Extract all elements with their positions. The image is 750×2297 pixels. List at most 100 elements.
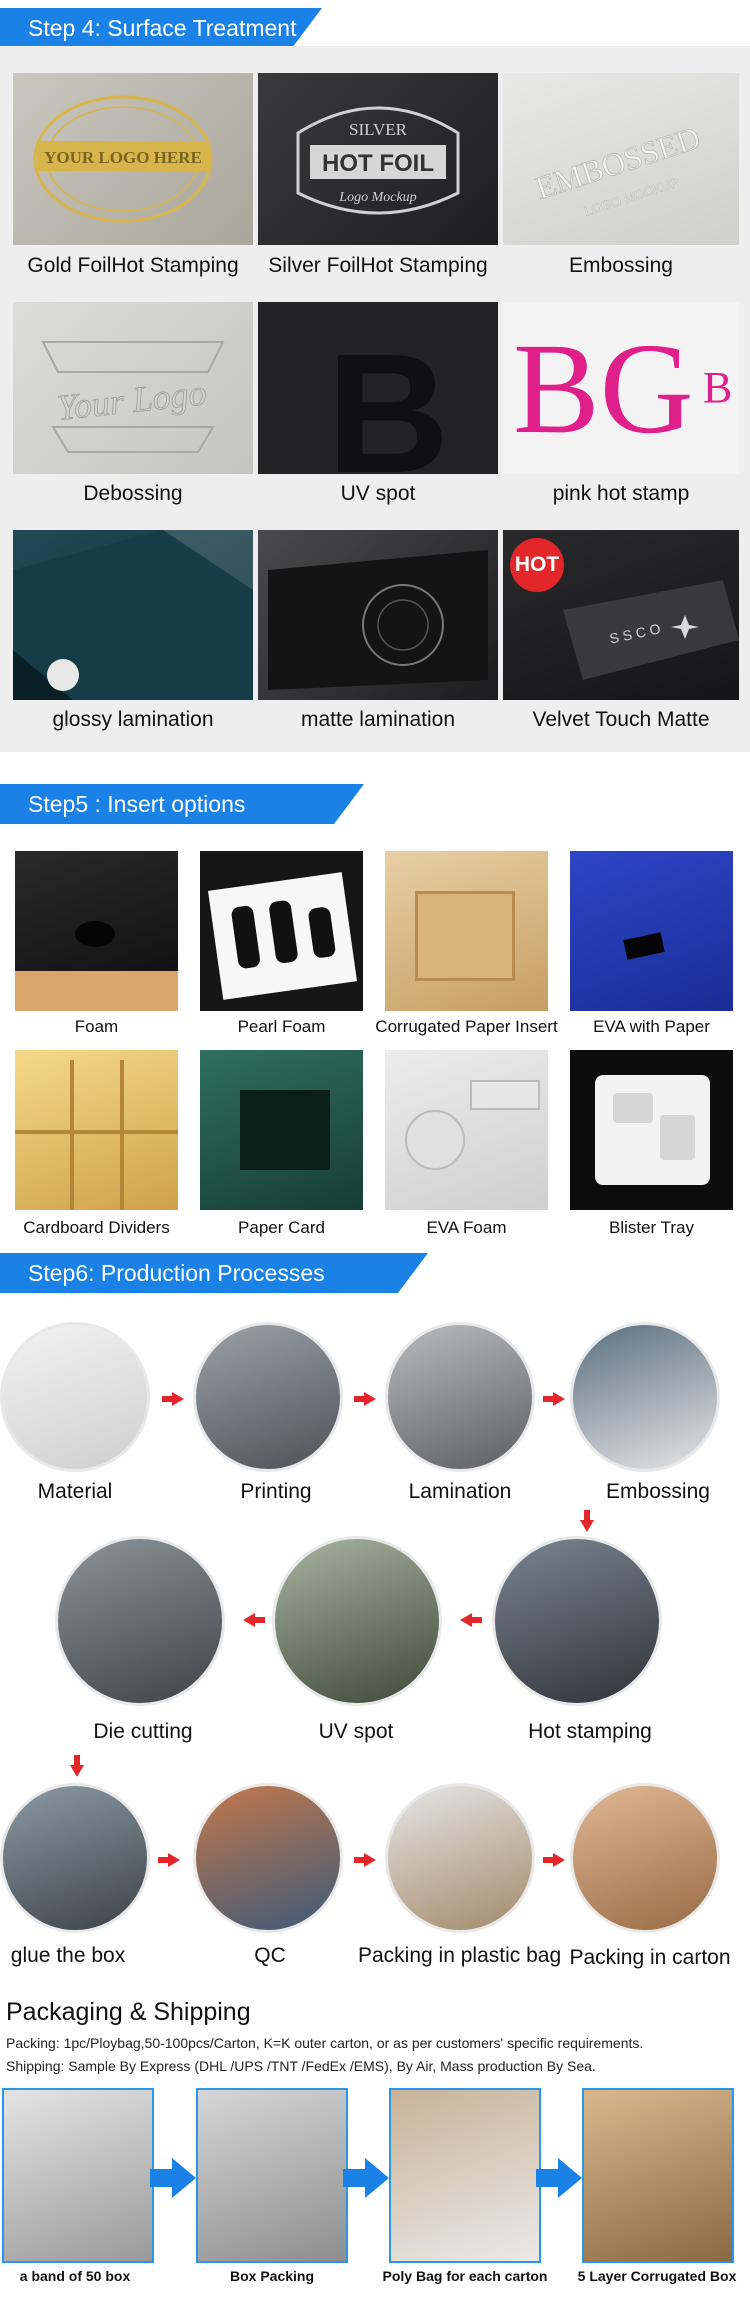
caption-embossing-process: Embossing [606,1480,710,1503]
caption-silver-foil: Silver FoilHot Stamping [268,254,488,277]
arrow-right-blue-icon [150,2158,196,2198]
eva-cutout [623,932,665,960]
svg-text:Your Logo: Your Logo [55,372,208,427]
arrow-right-icon [543,1853,565,1867]
eva-foam-image [385,1050,548,1210]
ship-poly-bag-image [389,2088,541,2263]
ship-box-packing-image [196,2088,348,2263]
arrow-left-icon [460,1613,482,1627]
arrow-right-icon [543,1392,565,1406]
svg-text:SILVER: SILVER [349,120,408,139]
caption-embossing: Embossing [569,254,673,277]
caption-printing: Printing [240,1480,312,1503]
arrow-right-icon [162,1392,184,1406]
process-material-image [0,1322,150,1472]
eva-foam-slot [470,1080,540,1110]
process-lamination-image [385,1322,535,1472]
foam-image [15,851,178,1011]
blister-tray-image [570,1050,733,1210]
caption-corrugated-insert: Corrugated Paper Insert [375,1017,558,1036]
caption-band: a band of 50 box [19,2268,131,2284]
caption-pink-hot-stamp: pink hot stamp [552,482,690,505]
arrow-right-blue-icon [536,2158,582,2198]
embossing-image: EMBOSSED LOGO MOCKUP [503,73,739,245]
process-plastic-bag-image [385,1783,535,1933]
step4-banner: Step 4: Surface Treatment [0,8,322,48]
divider-horizontal [15,1130,178,1134]
caption-paper-card: Paper Card [238,1218,325,1237]
process-glue-image [0,1783,150,1933]
caption-pearl-foam: Pearl Foam [237,1017,326,1036]
arrow-down-icon [580,1510,594,1532]
arrow-right-icon [354,1853,376,1867]
svg-text:B: B [327,319,450,474]
caption-uv-spot-process: UV spot [318,1720,394,1743]
caption-gold-foil: Gold FoilHot Stamping [27,254,239,277]
caption-cardboard-dividers: Cardboard Dividers [23,1218,170,1237]
corrugated-insert-tray [415,891,515,981]
divider-vertical-1 [70,1060,74,1210]
step6-banner: Step6: Production Processes [0,1253,428,1293]
caption-matte-lamination: matte lamination [300,708,456,731]
caption-uv-spot: UV spot [340,482,416,505]
pearl-foam-image [200,851,363,1011]
caption-eva-with-paper: EVA with Paper [593,1017,710,1036]
shipping-line: Shipping: Sample By Express (DHL /UPS /T… [6,2058,596,2074]
caption-qc: QC [254,1944,286,1967]
shipping-title: Packaging & Shipping [6,1998,251,2026]
pearl-foam-slot-3 [307,906,337,959]
gold-seal-icon: YOUR LOGO HERE [33,95,213,223]
arrow-right-blue-icon [343,2158,389,2198]
caption-debossing: Debossing [83,482,183,505]
caption-eva-foam: EVA Foam [426,1218,507,1237]
caption-box-packing: Box Packing [229,2268,315,2284]
cardboard-dividers-image [15,1050,178,1210]
svg-text:HOT FOIL: HOT FOIL [322,150,434,177]
foam-cutout [75,921,115,947]
pink-hot-stamp-image: BG B [503,302,739,474]
pink-letters-icon: BG B [513,317,732,461]
caption-plastic-bag: Packing in plastic bag [358,1944,562,1967]
arrow-left-icon [243,1613,265,1627]
ship-band-image [2,2088,154,2263]
paper-card-cutout [240,1090,330,1170]
svg-text:BG: BG [513,317,694,461]
process-qc-image [193,1783,343,1933]
blister-pocket-1 [613,1093,653,1123]
pearl-foam-tray [208,872,357,1000]
glossy-lamination-image [13,530,253,700]
paper-card-image [200,1050,363,1210]
glossy-box-icon [13,530,253,700]
divider-vertical-2 [120,1060,124,1210]
caption-poly-bag: Poly Bag for each carton [382,2268,548,2284]
matte-card-icon [268,550,488,690]
caption-carton: Packing in carton [569,1946,731,1969]
gold-foil-image: YOUR LOGO HERE [13,73,253,245]
svg-text:Logo Mockup: Logo Mockup [338,190,416,205]
blister-pocket-2 [660,1115,695,1160]
matte-lamination-image [258,530,498,700]
process-embossing-image [570,1322,720,1472]
arrow-right-icon [354,1392,376,1406]
hot-badge: HOT [510,538,564,592]
step5-banner: Step5 : Insert options [0,784,364,824]
svg-text:B: B [703,363,732,412]
process-printing-image [193,1322,343,1472]
uv-letter-icon: B [327,319,450,474]
process-die-cutting-image [55,1536,225,1706]
pearl-foam-slot-1 [230,904,262,970]
caption-corrugated-box: 5 Layer Corrugated Box [577,2268,737,2284]
foam-box-edge [15,971,178,1011]
process-hot-stamping-image [492,1536,662,1706]
caption-die-cutting: Die cutting [93,1720,193,1743]
silver-seal-icon: SILVER HOT FOIL Logo Mockup [296,106,460,215]
caption-blister-tray: Blister Tray [608,1218,695,1237]
arrow-right-icon [158,1853,180,1867]
caption-glossy-lamination: glossy lamination [52,708,214,731]
caption-glue: glue the box [10,1944,126,1967]
svg-text:YOUR LOGO HERE: YOUR LOGO HERE [44,148,202,167]
pearl-foam-slot-2 [268,899,299,965]
eva-with-paper-image [570,851,733,1011]
uv-spot-image: B [258,302,498,474]
velvet-card-icon: SSCO [563,580,739,680]
